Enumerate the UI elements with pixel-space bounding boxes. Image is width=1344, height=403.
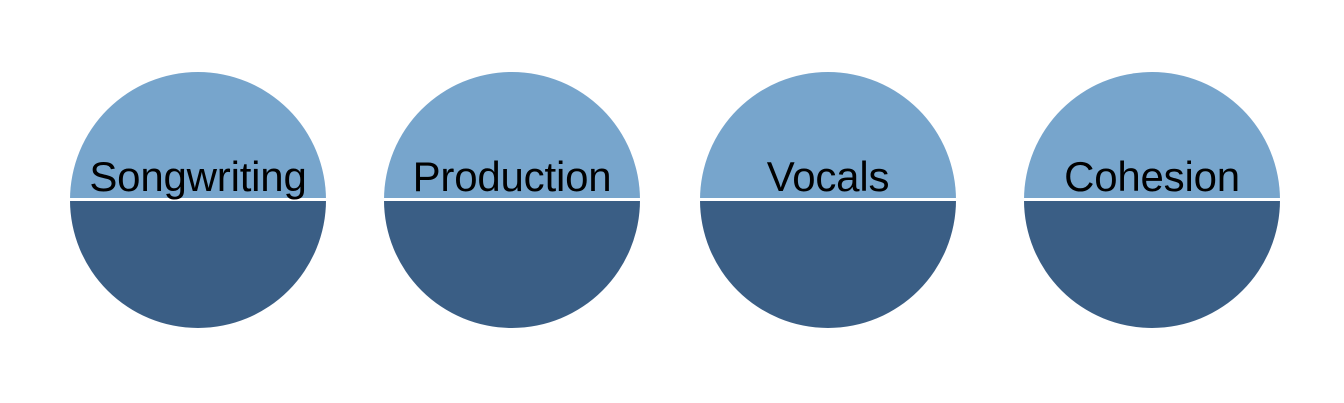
circle-top-half <box>70 72 326 200</box>
circle-label: Songwriting <box>89 153 307 200</box>
circle-label: Production <box>412 153 612 200</box>
circle-bottom-half <box>384 200 640 328</box>
circle-label: Vocals <box>766 153 890 200</box>
circle-bottom-half <box>700 200 956 328</box>
circle-label: Cohesion <box>1064 153 1240 200</box>
circle-indicator-vocals[interactable]: Vocals <box>700 72 956 328</box>
circle-indicator-production[interactable]: Production <box>384 72 640 328</box>
circle-top-half <box>1024 72 1280 200</box>
circle-equator-divider <box>1024 198 1280 201</box>
circle-top-half <box>384 72 640 200</box>
circle-top-half <box>700 72 956 200</box>
circle-indicator-songwriting[interactable]: Songwriting <box>70 72 326 328</box>
circle-equator-divider <box>700 198 956 201</box>
circle-indicator-cohesion[interactable]: Cohesion <box>1024 72 1280 328</box>
circle-equator-divider <box>70 198 326 201</box>
circle-bottom-half <box>70 200 326 328</box>
circle-equator-divider <box>384 198 640 201</box>
circle-bottom-half <box>1024 200 1280 328</box>
